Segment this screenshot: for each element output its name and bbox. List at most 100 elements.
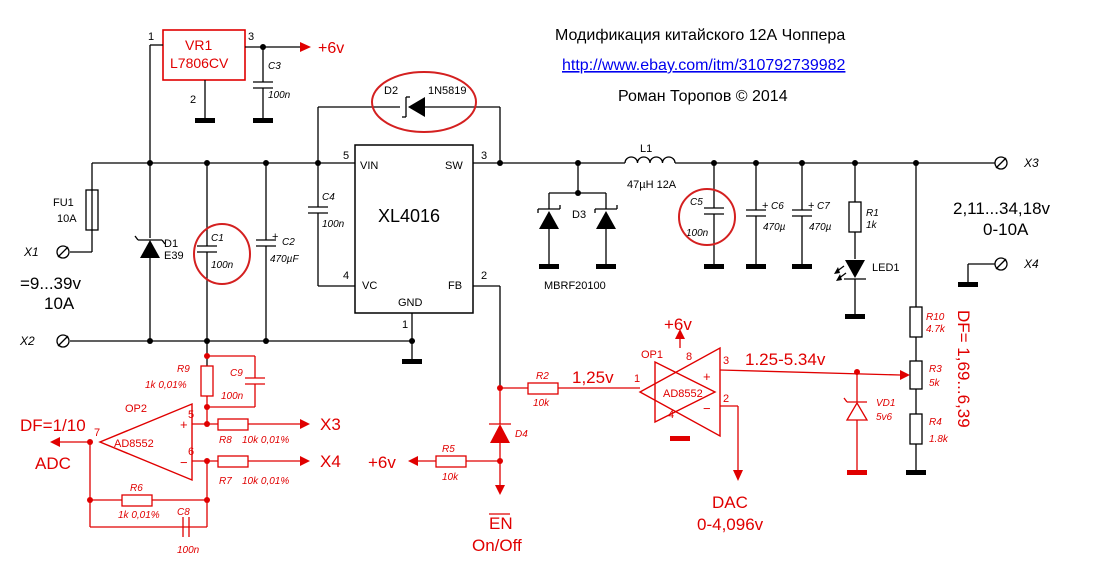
- resistor-r6: R6 1k 0,01%: [118, 483, 160, 521]
- author-credit: Роман Торопов © 2014: [618, 88, 788, 105]
- svg-text:10k: 10k: [533, 398, 550, 409]
- svg-text:3: 3: [248, 31, 254, 43]
- svg-text:C2: C2: [282, 237, 295, 248]
- svg-text:VD1: VD1: [876, 398, 895, 409]
- svg-text:2: 2: [190, 94, 196, 106]
- terminal-x3: X3: [994, 156, 1039, 170]
- svg-text:7: 7: [94, 427, 100, 439]
- fuse-fu1: FU1 10A: [53, 189, 99, 231]
- svg-text:R10: R10: [926, 312, 945, 323]
- svg-text:R1: R1: [866, 208, 879, 219]
- svg-text:E39: E39: [164, 250, 184, 262]
- svg-text:470µ: 470µ: [763, 222, 786, 233]
- source-link[interactable]: http://www.ebay.com/itm/310792739982: [562, 57, 846, 74]
- svg-text:VIN: VIN: [360, 160, 378, 172]
- svg-text:R7: R7: [219, 476, 232, 487]
- potentiometer-r3: R3 5k: [900, 337, 942, 390]
- svg-text:5k: 5k: [929, 378, 941, 389]
- svg-text:3: 3: [481, 150, 487, 162]
- capacitor-c8: C8 100n: [177, 507, 200, 556]
- svg-text:2: 2: [723, 393, 729, 405]
- input-rail: [70, 160, 355, 253]
- svg-text:L7806CV: L7806CV: [170, 55, 229, 71]
- resistor-r1: R1 1k: [848, 163, 879, 259]
- svg-text:10A: 10A: [57, 213, 77, 225]
- svg-text:VR1: VR1: [185, 37, 212, 53]
- r5-supply-label: +6v: [368, 453, 396, 472]
- svg-text:LED1: LED1: [872, 262, 900, 274]
- svg-text:X3: X3: [1023, 156, 1039, 170]
- svg-text:XL4016: XL4016: [378, 206, 440, 226]
- resistor-r7: R7 10k 0,01%: [217, 455, 289, 487]
- svg-text:D2: D2: [384, 85, 398, 97]
- highlight-c5: [678, 188, 736, 246]
- svg-text:C3: C3: [268, 61, 281, 72]
- svg-text:10k 0,01%: 10k 0,01%: [242, 435, 289, 446]
- svg-text:R8: R8: [219, 435, 232, 446]
- dac-label: DAC: [712, 493, 748, 512]
- resistor-r2: R2 10k: [527, 371, 559, 409]
- diode-d2: D2 1N5819: [317, 71, 501, 163]
- svg-text:FB: FB: [448, 280, 462, 292]
- svg-text:R9: R9: [177, 364, 190, 375]
- enable-label: EN: [489, 514, 513, 533]
- svg-text:5: 5: [188, 409, 194, 421]
- svg-text:1: 1: [148, 31, 154, 43]
- svg-text:8: 8: [686, 351, 692, 363]
- vr1-output-label: +6v: [318, 40, 344, 57]
- svg-text:3: 3: [723, 355, 729, 367]
- svg-text:100n: 100n: [211, 260, 234, 271]
- resistor-r10: R10 4.7k: [909, 163, 946, 338]
- capacitor-c5: C5 100n: [678, 163, 736, 269]
- svg-text:4: 4: [668, 409, 674, 421]
- opamp-op1: AD8552 OP1 + − +6v 8 4 3 2 1: [634, 315, 743, 481]
- svg-text:10k: 10k: [442, 472, 459, 483]
- svg-text:1: 1: [634, 373, 640, 385]
- fb-wire: 1,25v: [473, 285, 640, 391]
- svg-text:100n: 100n: [177, 545, 200, 556]
- svg-text:100n: 100n: [221, 391, 244, 402]
- resistor-r9: R9 1k 0,01%: [145, 364, 214, 397]
- svg-text:D3: D3: [572, 209, 586, 221]
- svg-text:R2: R2: [536, 371, 549, 382]
- highlight-d2: [371, 71, 477, 133]
- svg-text:R5: R5: [442, 444, 455, 455]
- dac-range-label: 0-4,096v: [697, 515, 764, 534]
- svg-text:L1: L1: [640, 143, 652, 155]
- ic-xl4016: XL4016 VIN SW VC FB GND 5 3 4 2 1: [343, 144, 487, 331]
- led-led1: LED1: [834, 260, 900, 319]
- svg-text:−: −: [703, 401, 711, 416]
- svg-text:10k 0,01%: 10k 0,01%: [242, 476, 289, 487]
- svg-text:1N5819: 1N5819: [428, 85, 467, 97]
- regulator-vr1: VR1 L7806CV 1 2 3 +6v: [148, 29, 344, 163]
- svg-text:4.7k: 4.7k: [926, 324, 946, 335]
- capacitor-c4: C4 100n: [308, 163, 355, 287]
- svg-text:+: +: [180, 417, 188, 432]
- input-current-label: 10A: [44, 294, 75, 313]
- svg-text:1k 0,01%: 1k 0,01%: [118, 510, 160, 521]
- svg-text:D4: D4: [515, 429, 528, 440]
- svg-text:AD8552: AD8552: [114, 438, 154, 450]
- resistor-r8: R8 10k 0,01%: [217, 418, 289, 446]
- on-off-label: On/Off: [472, 536, 522, 555]
- svg-text:2: 2: [481, 270, 487, 282]
- svg-text:1: 1: [402, 319, 408, 331]
- svg-text:X1: X1: [23, 245, 39, 259]
- svg-text:−: −: [180, 455, 188, 470]
- diode-d4: D4: [489, 388, 528, 495]
- svg-text:+6v: +6v: [664, 315, 692, 334]
- svg-text:1.25-5.34v: 1.25-5.34v: [745, 350, 826, 369]
- svg-text:C6: C6: [771, 201, 784, 212]
- svg-text:+: +: [762, 200, 768, 212]
- svg-text:D1: D1: [164, 238, 178, 250]
- resistor-r4: R4 1.8k: [906, 389, 949, 475]
- highlight-c1: [193, 223, 251, 285]
- svg-text:C4: C4: [322, 192, 335, 203]
- sense-x3-label: X3: [320, 415, 341, 434]
- svg-text:VC: VC: [362, 280, 377, 292]
- opamp-op2: AD8552 OP2 + − 5 6 7: [94, 402, 194, 482]
- svg-text:X4: X4: [1023, 257, 1039, 271]
- svg-text:OP1: OP1: [641, 349, 663, 361]
- svg-text:C1: C1: [211, 233, 224, 244]
